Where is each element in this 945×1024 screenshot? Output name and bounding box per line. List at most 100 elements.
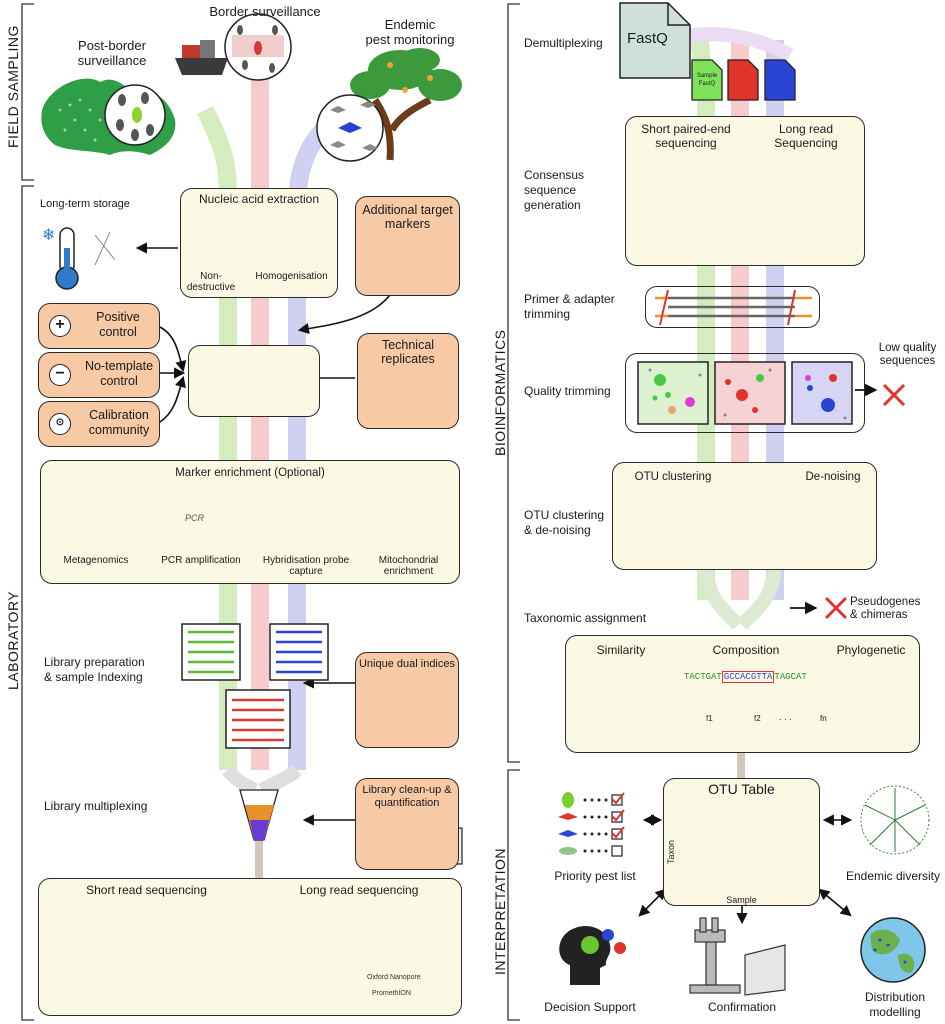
positive-control-box: + Positive control	[38, 303, 160, 349]
fn-label: fn	[820, 714, 827, 723]
sample-fastq-files	[691, 59, 796, 101]
seq-right: TAGCAT	[774, 672, 807, 682]
dots-label: . . .	[779, 712, 792, 722]
radial-tree	[860, 785, 930, 855]
calibration-label: Calibration community	[88, 408, 150, 437]
short-read-label: Short read sequencing	[86, 883, 207, 897]
fastq-document	[619, 2, 691, 79]
controls-tubes-box	[188, 345, 320, 417]
cleanup-box: Library clean-up & quantification	[355, 778, 459, 870]
sequencing-box: Short read sequencing Long read sequenci…	[38, 878, 462, 1016]
library-plates	[181, 623, 329, 749]
replicates-label: Technical replicates	[381, 338, 435, 366]
field-sampling-frame	[21, 3, 520, 1021]
primer-box	[645, 286, 820, 328]
positive-control-label: Positive control	[96, 310, 140, 339]
metagenomics-label: Metagenomics	[63, 555, 129, 566]
pest-checklist	[611, 794, 623, 857]
additional-markers-label: Additional target markers	[362, 203, 453, 231]
taxon-axis-label: Taxon	[666, 839, 676, 864]
primer-trimming-label: Primer & adapter trimming	[524, 292, 615, 321]
australia-map-illustration	[41, 78, 176, 155]
fastq-title: FastQ	[627, 30, 668, 47]
f1-label: f1	[706, 714, 713, 723]
promethion-text: PromethION	[372, 990, 411, 997]
udi-label: Unique dual indices	[358, 658, 455, 670]
denoising-label: De-noising	[805, 471, 861, 483]
endemic-label: Endemic pest monitoring	[365, 17, 455, 47]
section-laboratory: LABORATORY	[5, 590, 21, 690]
distribution-label: Distribution modelling	[864, 990, 926, 1019]
low-quality-cross	[882, 383, 906, 407]
border-label: Border surveillance	[209, 4, 321, 19]
consensus-label: Consensus sequence generation	[524, 168, 585, 212]
low-quality-label: Low quality sequences	[878, 342, 937, 367]
confirmation-label: Confirmation	[707, 1000, 777, 1014]
no-template-label: No-template control	[84, 359, 154, 388]
extraction-title: Nucleic acid extraction	[198, 192, 320, 206]
marker-enrichment-box: Marker enrichment (Optional) Metagenomic…	[40, 460, 460, 584]
pest-icons	[558, 792, 578, 855]
seq-box: GCCACGTTA	[721, 671, 775, 683]
udi-box: Unique dual indices	[355, 652, 459, 748]
seq-left: TACTGAT	[684, 672, 722, 682]
marker-enrichment-title: Marker enrichment (Optional)	[175, 467, 325, 479]
endemic-diversity-label: Endemic diversity	[845, 869, 941, 883]
priority-label: Priority pest list	[554, 869, 636, 883]
quality-box	[625, 353, 865, 433]
decision-label: Decision Support	[544, 1000, 636, 1014]
homogenisation-label: Homogenisation	[255, 271, 328, 282]
taxonomy-box: Similarity Composition Phylogenetic TACT…	[565, 635, 920, 753]
mito-label: Mitochondrial enrichment	[378, 555, 439, 577]
oxford-nanopore-text: Oxford Nanopore	[367, 974, 421, 981]
additional-markers-box: Additional target markers	[355, 196, 460, 296]
consensus-box: Short paired-end sequencing Long read Se…	[625, 116, 865, 266]
head-illustration	[559, 925, 626, 985]
sample-fastq-label: Sample FastQ	[696, 73, 718, 87]
minus-icon: −	[49, 364, 71, 386]
quality-trimming-label: Quality trimming	[524, 384, 611, 398]
f2-label: f2	[754, 714, 761, 723]
otu-table-box: OTU Table Taxon Sample	[663, 778, 820, 906]
microscope-illustration	[689, 917, 741, 994]
multiplex-tube	[239, 789, 279, 841]
section-field-sampling: FIELD SAMPLING	[5, 25, 21, 148]
quality-trimming-squares	[637, 361, 853, 425]
extraction-box: Nucleic acid extraction Non- destructive…	[180, 188, 338, 298]
long-read-seq-label: Long read Sequencing	[774, 122, 838, 150]
primer-trimming-illustration	[655, 289, 812, 326]
pcr-amplification-label: PCR amplification	[161, 555, 241, 566]
section-interpretation: INTERPRETATION	[492, 847, 508, 975]
library-prep-label: Library preparation & sample Indexing	[44, 655, 145, 684]
tree-illustration	[316, 48, 462, 162]
sample-axis-label: Sample	[726, 895, 757, 905]
demultiplexing-label: Demultiplexing	[524, 36, 603, 50]
pseudogenes-cross	[824, 596, 848, 620]
calibration-icon: ⊙	[49, 413, 71, 435]
pseudogenes-label: Pseudogenes & chimeras	[850, 596, 921, 621]
svg-text:❄: ❄	[42, 225, 55, 244]
taxonomic-label: Taxonomic assignment	[524, 611, 647, 625]
non-destructive-label: Non- destructive	[186, 271, 236, 293]
calibration-box: ⊙ Calibration community	[38, 401, 160, 447]
long-term-storage-label: Long-term storage	[40, 198, 130, 210]
otu-clust-denoise-label: OTU clustering & de-noising	[524, 508, 605, 537]
replicates-box: Technical replicates	[357, 333, 459, 429]
cleanup-label: Library clean-up & quantification	[362, 784, 452, 809]
ship-illustration	[175, 13, 292, 81]
otu-clustering-label: OTU clustering	[634, 471, 712, 483]
composition-label: Composition	[712, 643, 780, 657]
pcr-machine-text: PCR	[185, 513, 205, 523]
otu-table-title: OTU Table	[708, 781, 775, 797]
otu-box: OTU clustering De-noising	[612, 462, 877, 570]
globe-illustration	[860, 917, 926, 983]
thermometer-illustration: ❄	[42, 225, 116, 290]
plus-icon: +	[49, 315, 71, 337]
no-template-box: − No-template control	[38, 352, 160, 398]
section-bioinformatics: BIOINFORMATICS	[492, 329, 508, 456]
hybridisation-label: Hybridisation probe capture	[262, 555, 350, 577]
library-multiplexing-label: Library multiplexing	[44, 799, 148, 813]
pcr-machine-small	[744, 944, 786, 996]
long-read-label: Long read sequencing	[299, 883, 419, 897]
